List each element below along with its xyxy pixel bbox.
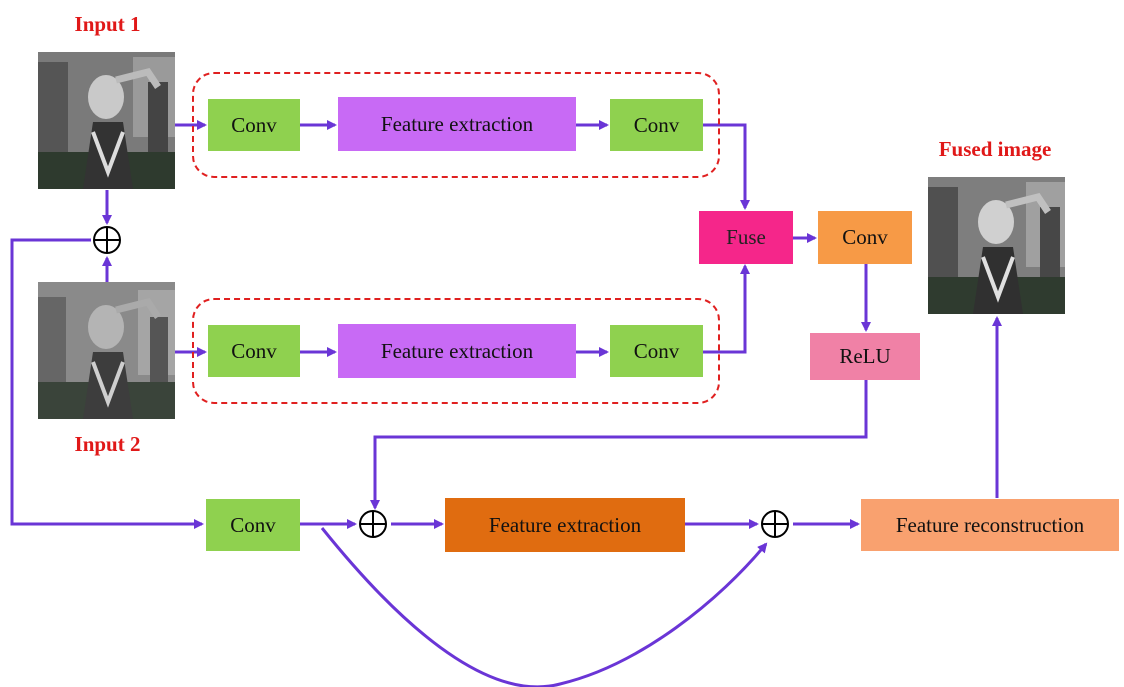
sum-node-input [93,226,121,254]
arrow-top-to-fuse [703,123,750,210]
input1-image [38,52,175,189]
bottom-branch-group [192,298,720,404]
main-conv-block: Conv [206,499,300,551]
sum-node-relu [359,510,387,538]
top-conv-left-block: Conv [208,99,300,151]
main-feature-extraction-block: Feature extraction [445,498,685,552]
top-conv-right-block: Conv [610,99,703,151]
bottom-feature-extraction-block: Feature extraction [338,324,576,378]
bottom-conv-right-block: Conv [610,325,703,377]
arrow-bottom-to-fuse [703,264,750,354]
input2-image [38,282,175,419]
fused-image-label: Fused image [938,137,1052,161]
top-feature-extraction-block: Feature extraction [338,97,576,151]
arrow-sum-to-main-conv [10,238,204,529]
feature-reconstruction-block: Feature reconstruction [861,499,1119,551]
input2-label: Input 2 [74,432,141,456]
relu-block: ReLU [810,333,920,380]
fuse-conv-block: Conv [818,211,912,264]
arrow-skip-connection [320,527,768,687]
arrow-relu-to-sum [370,380,868,510]
input1-label: Input 1 [74,12,141,36]
bottom-conv-left-block: Conv [208,325,300,377]
sum-node-skip [761,510,789,538]
fused-image [928,177,1065,314]
top-branch-group [192,72,720,178]
fuse-block: Fuse [699,211,793,264]
